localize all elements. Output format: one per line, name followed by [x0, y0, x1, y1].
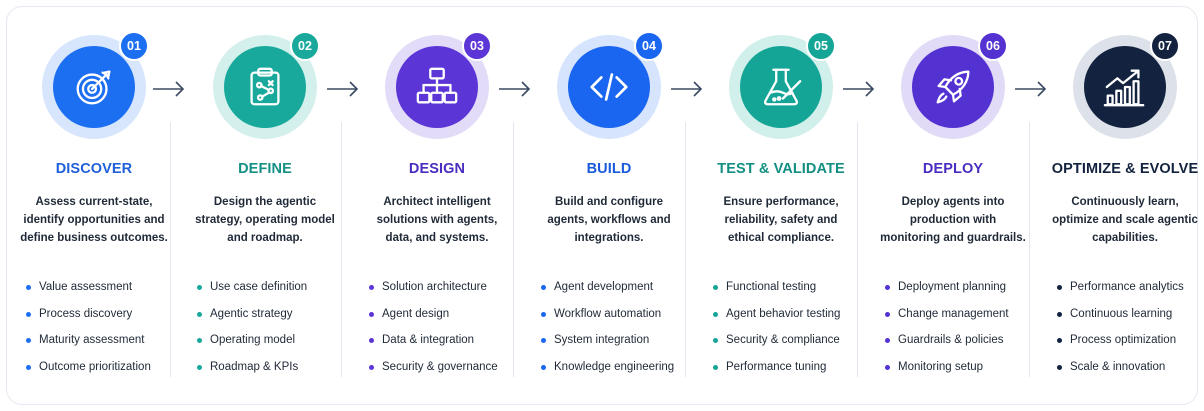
list-item: Guardrails & policies: [883, 334, 1047, 361]
stage-title: BUILD: [586, 161, 632, 177]
clipboard-icon: [224, 46, 306, 128]
arrow-right-icon: [327, 81, 359, 97]
step-number-badge: 05: [806, 31, 836, 61]
stage-activity-list: Solution architecture Agent design Data …: [367, 281, 531, 387]
step-number-badge: 07: [1150, 31, 1180, 61]
list-item: Security & governance: [367, 361, 531, 388]
list-item: Operating model: [195, 334, 359, 361]
arrow-right-icon: [843, 81, 875, 97]
stage-define: 02 DEFINE Design the agentic strategy, o…: [189, 0, 361, 411]
list-item: Monitoring setup: [883, 361, 1047, 388]
list-item: Continuous learning: [1055, 308, 1204, 335]
list-item: Agent design: [367, 308, 531, 335]
hierarchy-icon: [396, 46, 478, 128]
step-number-badge: 04: [634, 31, 664, 61]
stage-title: DESIGN: [408, 161, 466, 177]
step-number-badge: 03: [462, 31, 492, 61]
stage-activity-list: Use case definition Agentic strategy Ope…: [195, 281, 359, 387]
stage-description: Design the agentic strategy, operating m…: [195, 196, 335, 244]
list-item: Solution architecture: [367, 281, 531, 308]
list-item: System integration: [539, 334, 703, 361]
column-divider: [857, 122, 858, 377]
stage-icon-ring: [729, 35, 833, 139]
arrow-right-icon: [153, 81, 185, 97]
code-icon: [568, 46, 650, 128]
column-divider: [685, 122, 686, 377]
list-item: Change management: [883, 308, 1047, 335]
step-number-badge: 06: [978, 31, 1008, 61]
stage-test-validate: 05 TEST & VALIDATE Ensure performance, r…: [705, 0, 877, 411]
list-item: Performance tuning: [711, 361, 875, 388]
stage-description: Build and configure agents, workflows an…: [547, 196, 671, 244]
column-divider: [513, 122, 514, 377]
flask-icon: [740, 46, 822, 128]
stage-build: 04 BUILD Build and configure agents, wor…: [533, 0, 705, 411]
stage-activity-list: Performance analytics Continuous learnin…: [1055, 281, 1204, 387]
column-divider: [341, 122, 342, 377]
stage-title: DEFINE: [238, 161, 292, 177]
column-divider: [170, 122, 171, 377]
list-item: Scale & innovation: [1055, 361, 1204, 388]
stage-description: Assess current-state, identify opportuni…: [20, 196, 168, 244]
stage-activity-list: Functional testing Agent behavior testin…: [711, 281, 875, 387]
stage-activity-list: Agent development Workflow automation Sy…: [539, 281, 703, 387]
list-item: Maturity assessment: [24, 334, 188, 361]
step-number-badge: 02: [290, 31, 320, 61]
list-item: Outcome prioritization: [24, 361, 188, 388]
rocket-icon: [912, 46, 994, 128]
list-item: Deployment planning: [883, 281, 1047, 308]
stage-description: Continuously learn, optimize and scale a…: [1052, 196, 1198, 244]
column-divider: [1029, 122, 1030, 377]
list-item: Workflow automation: [539, 308, 703, 335]
stage-activity-list: Deployment planning Change management Gu…: [883, 281, 1047, 387]
list-item: Value assessment: [24, 281, 188, 308]
stage-icon-ring: [42, 35, 146, 139]
stage-description: Architect intelligent solutions with age…: [376, 196, 498, 244]
stage-title: DISCOVER: [55, 161, 133, 177]
stage-optimize-evolve: 07 OPTIMIZE & EVOLVE Continuously learn,…: [1049, 0, 1204, 411]
list-item: Process discovery: [24, 308, 188, 335]
list-item: Agent behavior testing: [711, 308, 875, 335]
stage-description: Ensure performance, reliability, safety …: [723, 196, 839, 244]
list-item: Functional testing: [711, 281, 875, 308]
arrow-right-icon: [1015, 81, 1047, 97]
stage-title: TEST & VALIDATE: [717, 161, 845, 177]
list-item: Data & integration: [367, 334, 531, 361]
list-item: Security & compliance: [711, 334, 875, 361]
growth-chart-icon: [1084, 46, 1166, 128]
stage-deploy: 06 DEPLOY Deploy agents into production …: [877, 0, 1049, 411]
stage-title: DEPLOY: [922, 161, 984, 177]
list-item: Use case definition: [195, 281, 359, 308]
stage-design: 03 DESIGN Architect intelligent solution…: [361, 0, 533, 411]
list-item: Performance analytics: [1055, 281, 1204, 308]
target-icon: [53, 46, 135, 128]
stage-discover: 01 DISCOVER Assess current-state, identi…: [18, 0, 190, 411]
list-item: Agentic strategy: [195, 308, 359, 335]
stage-icon-ring: [901, 35, 1005, 139]
arrow-right-icon: [499, 81, 531, 97]
list-item: Roadmap & KPIs: [195, 361, 359, 388]
stage-activity-list: Value assessment Process discovery Matur…: [24, 281, 188, 387]
list-item: Agent development: [539, 281, 703, 308]
arrow-right-icon: [671, 81, 703, 97]
stage-icon-ring: [1073, 35, 1177, 139]
list-item: Process optimization: [1055, 334, 1204, 361]
stage-title: OPTIMIZE & EVOLVE: [1051, 161, 1199, 177]
list-item: Knowledge engineering: [539, 361, 703, 388]
stage-description: Deploy agents into production with monit…: [880, 196, 1026, 244]
step-number-badge: 01: [119, 31, 149, 61]
